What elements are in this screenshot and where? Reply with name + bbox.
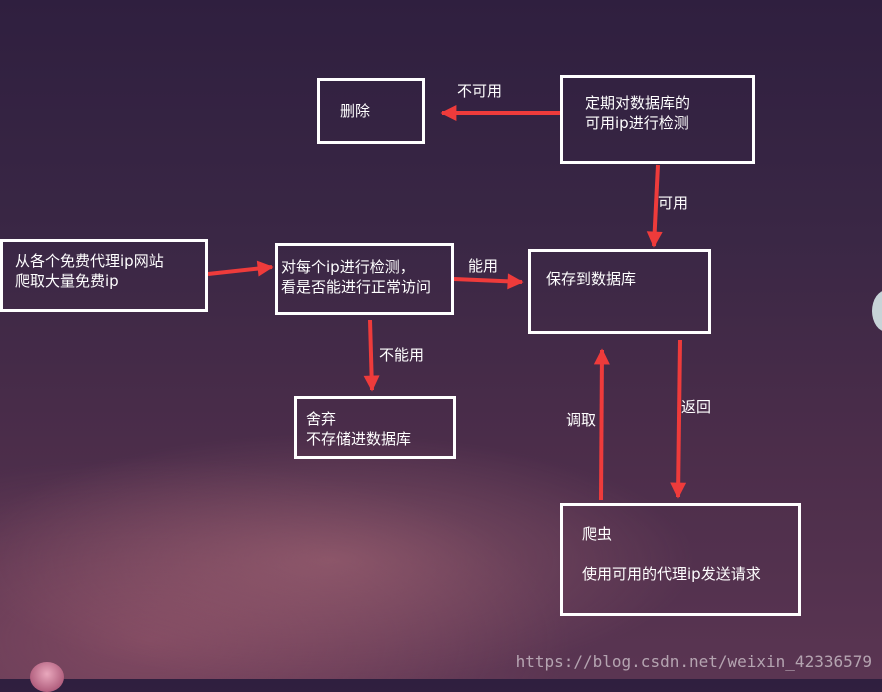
node-spider-line-3: 使用可用的代理ip发送请求 <box>582 565 761 583</box>
edge-label-can-use: 能用 <box>468 257 499 275</box>
node-crawl-ips-line-1: 从各个免费代理ip网站 <box>15 252 164 270</box>
node-check-each-ip-line-1: 对每个ip进行检测， <box>281 258 415 276</box>
node-discard-line-1: 舍弃 <box>306 410 337 428</box>
node-crawl-ips-line-2: 爬取大量免费ip <box>15 272 119 290</box>
edge-label-available: 可用 <box>658 194 689 212</box>
node-discard: 舍弃 不存储进数据库 <box>294 396 456 459</box>
node-delete-line-1: 删除 <box>340 102 371 120</box>
arrow-save-to-spider <box>670 339 687 499</box>
edge-label-unavailable: 不可用 <box>457 82 503 100</box>
edge-label-return: 返回 <box>681 398 712 416</box>
node-spider: 爬虫 使用可用的代理ip发送请求 <box>560 503 801 616</box>
node-delete: 删除 <box>317 78 425 144</box>
node-crawl-ips: 从各个免费代理ip网站 爬取大量免费ip <box>0 239 208 312</box>
node-check-each-ip: 对每个ip进行检测， 看是否能进行正常访问 <box>275 243 454 315</box>
node-spider-line-1: 爬虫 <box>582 525 613 543</box>
node-periodic-check-line-1: 定期对数据库的 <box>585 94 691 112</box>
node-spider-line-2 <box>582 544 798 564</box>
edge-label-cannot-use: 不能用 <box>379 346 425 364</box>
node-periodic-check-line-2: 可用ip进行检测 <box>585 114 689 132</box>
arrow-check-each-to-save <box>453 273 524 290</box>
decorative-flower <box>30 662 64 692</box>
node-check-each-ip-line-2: 看是否能进行正常访问 <box>281 278 432 296</box>
arrow-check-to-save <box>646 164 663 248</box>
node-save-db-line-1: 保存到数据库 <box>546 270 637 288</box>
node-discard-line-2: 不存储进数据库 <box>306 430 412 448</box>
node-periodic-check: 定期对数据库的 可用ip进行检测 <box>560 75 755 164</box>
edge-label-fetch: 调取 <box>566 411 597 429</box>
arrow-crawl-to-check-each <box>207 260 274 277</box>
node-save-db: 保存到数据库 <box>528 249 711 334</box>
watermark-url: https://blog.csdn.net/weixin_42336579 <box>515 652 872 671</box>
decorative-circle <box>872 290 882 332</box>
arrow-check-each-to-discard <box>363 319 380 392</box>
arrow-spider-to-save <box>593 348 610 501</box>
